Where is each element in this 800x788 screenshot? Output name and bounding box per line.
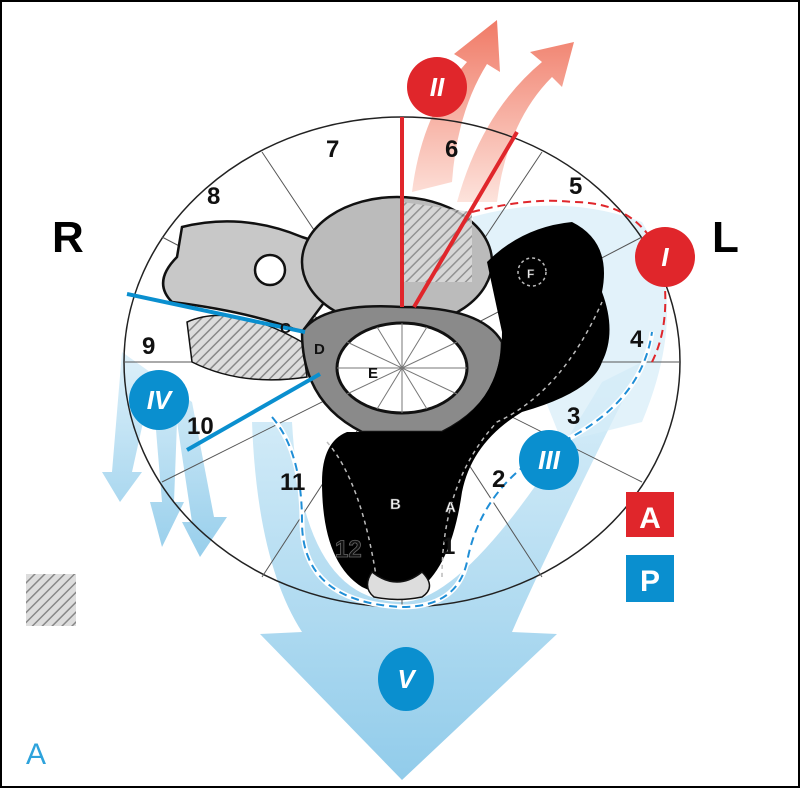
- region-F: F: [527, 267, 534, 281]
- panel-label: A: [26, 738, 46, 771]
- legend-anterior-label: A: [639, 502, 661, 535]
- zone-6: 6: [445, 136, 458, 163]
- zone-9: 9: [142, 333, 155, 360]
- legend-hatch-swatch: [26, 574, 76, 626]
- zone-7: 7: [326, 136, 339, 163]
- region-E: E: [368, 365, 378, 382]
- approach-IV-badge: IV: [129, 370, 189, 430]
- tumor-subdivisions: [326, 301, 603, 583]
- approach-II-badge: II: [407, 57, 467, 117]
- legend-posterior-label: P: [640, 565, 660, 598]
- zone-5: 5: [569, 173, 582, 200]
- approach-I-badge: I: [635, 227, 695, 287]
- zone-8: 8: [207, 183, 220, 210]
- spinous-process: [366, 570, 431, 601]
- blue-line-2: [186, 372, 321, 452]
- approach-V-badge: V: [378, 647, 434, 711]
- anterior-approach-arrows: [412, 20, 574, 202]
- zone-F-circle: [517, 257, 547, 287]
- tumor-mass: [322, 222, 610, 595]
- boundary-I: [471, 199, 667, 363]
- region-D: D: [314, 341, 325, 358]
- approach-V-label: V: [397, 664, 417, 694]
- zone-12: 12: [335, 536, 362, 563]
- approach-I-label: I: [661, 242, 669, 272]
- blue-line-1: [126, 292, 306, 334]
- red-line-2: [412, 130, 519, 309]
- approach-III-label: III: [538, 445, 560, 475]
- region-A: A: [445, 499, 456, 516]
- region-B: B: [390, 496, 401, 513]
- side-label-right: R: [52, 213, 84, 262]
- approach-IV-label: IV: [147, 385, 174, 415]
- zone-2: 2: [492, 466, 505, 493]
- body-hatched: [402, 202, 472, 282]
- cord-spokes: [337, 323, 467, 413]
- zone-3: 3: [567, 403, 580, 430]
- legend-anterior: A: [626, 492, 674, 537]
- zone-4: 4: [630, 326, 644, 353]
- region-C: C: [280, 320, 291, 337]
- zone-11: 11: [280, 469, 305, 496]
- zone-10: 10: [187, 413, 214, 440]
- approach-III-badge: III: [519, 430, 579, 490]
- zone-1: 1: [442, 533, 455, 560]
- posterior-approach-arrow: [252, 362, 642, 780]
- legend-posterior: P: [626, 555, 674, 602]
- approach-II-label: II: [430, 72, 445, 102]
- foramen-right: [253, 253, 287, 287]
- boundary-III-dash: [271, 331, 653, 609]
- side-label-left: L: [712, 213, 739, 262]
